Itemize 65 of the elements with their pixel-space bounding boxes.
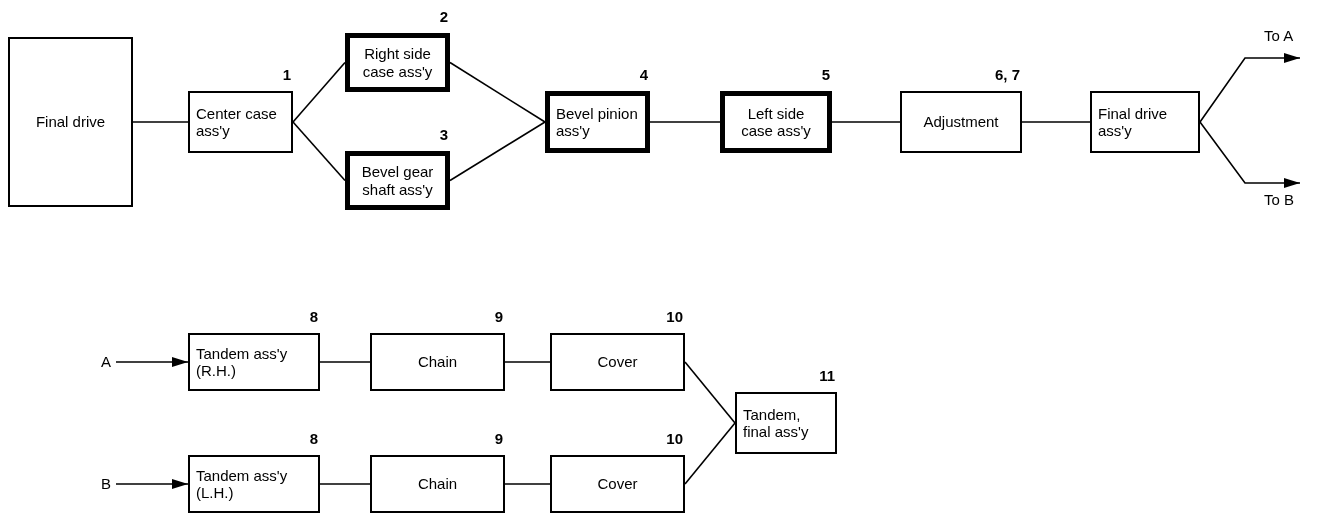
node-text: Tandem ass'y (R.H.) [196,344,289,380]
process-box [188,91,293,153]
step-number: 9 [493,431,503,446]
connector-line [504,483,551,485]
arrow [115,357,189,367]
step-number: 9 [493,309,503,324]
connector-line [684,422,736,485]
process-box [345,151,450,210]
process-box [370,455,505,513]
connector-line [504,361,551,363]
step-number: 5 [820,67,830,82]
node-text: Cover [597,475,638,493]
process-box [550,333,685,391]
node-label: B [96,472,116,496]
node-text: Final drive [35,113,106,131]
edge-label: To A [1262,28,1296,43]
node-text: Tandem, final ass'y [743,405,810,441]
connector-line [684,361,736,424]
node-text: Bevel gear shaft ass'y [360,163,435,198]
step-number: 1 [281,67,291,82]
step-number: 8 [308,309,318,324]
process-box [188,333,320,391]
connector-line [319,361,371,363]
connector-line [449,121,546,182]
process-box [900,91,1022,153]
connector-line [132,121,189,123]
connector-line [449,61,546,123]
process-box [345,33,450,92]
node-text: Chain [417,475,458,493]
connector-line [319,483,371,485]
arrow [1199,121,1301,188]
node-text: Adjustment [923,113,999,131]
node-text: Final drive ass'y [1098,104,1169,140]
step-number: 4 [638,67,648,82]
process-box [188,455,320,513]
node-text: Tandem ass'y (L.H.) [196,466,289,502]
connector-line [1021,121,1091,123]
process-box [720,91,832,153]
step-number: 3 [438,127,448,142]
process-box [545,91,650,153]
arrow [1199,53,1301,123]
step-number: 8 [308,431,318,446]
process-box [735,392,837,454]
step-number: 10 [665,431,683,446]
node-text: Cover [597,353,638,371]
step-number: 10 [665,309,683,324]
connector-line [292,61,346,123]
edge-label: To B [1262,192,1296,207]
connector-line [292,121,346,182]
step-number: 6, 7 [993,67,1020,82]
process-box [370,333,505,391]
arrow [115,479,189,489]
process-box [8,37,133,207]
node-text: Chain [417,353,458,371]
connector-line [649,121,721,123]
node-text: Bevel pinion ass'y [556,104,639,140]
step-number: 2 [438,9,448,24]
connector-line [831,121,901,123]
node-text: Center case ass'y [196,104,278,140]
node-label: A [96,350,116,374]
node-text: Left side case ass'y [740,104,812,140]
process-box [550,455,685,513]
process-box [1090,91,1200,153]
node-text: Right side case ass'y [361,45,434,80]
step-number: 11 [818,368,835,383]
